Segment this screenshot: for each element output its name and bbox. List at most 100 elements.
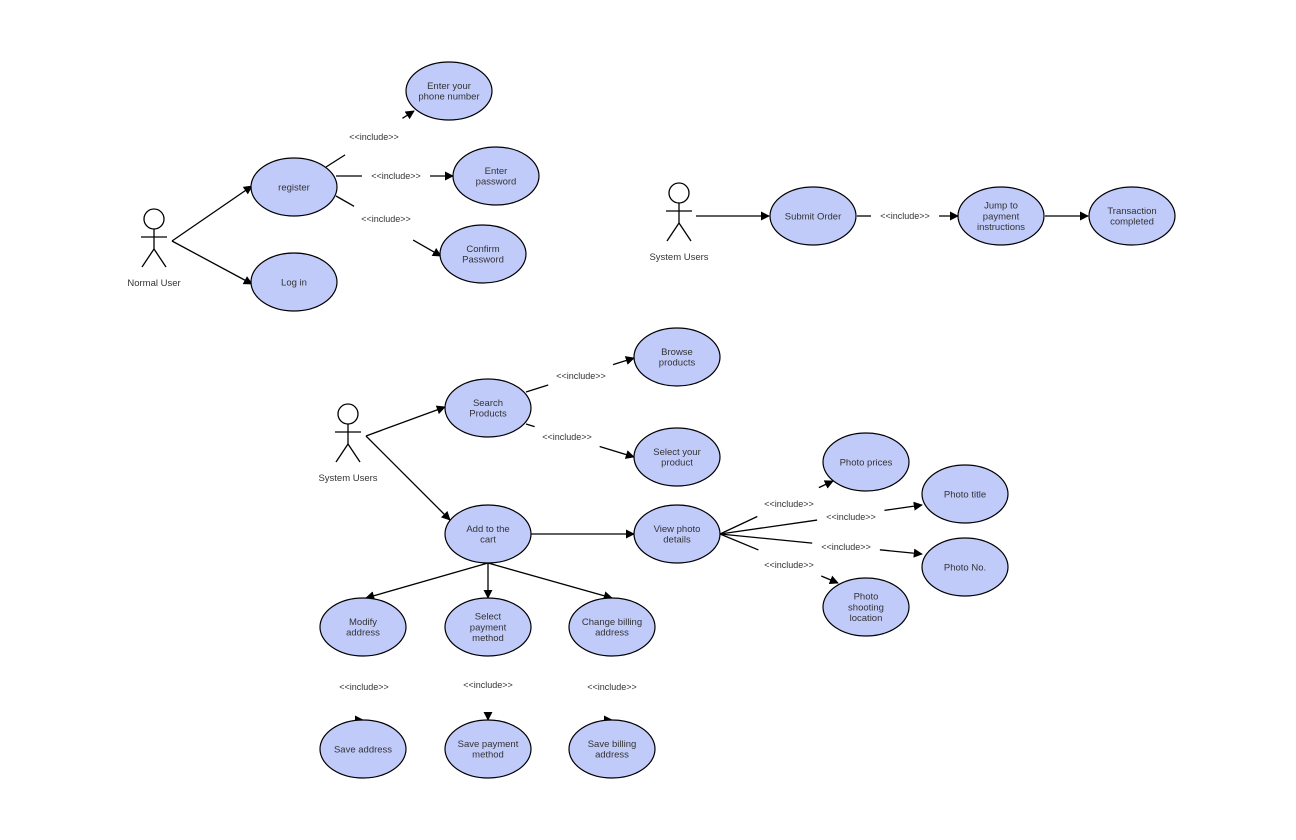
use-case-ellipse [769, 186, 857, 246]
use-case-ellipse [633, 504, 721, 564]
edge-arrow [884, 501, 923, 512]
edge-segment [719, 515, 758, 535]
edge-arrow [879, 548, 923, 558]
use-case-label-line: address [346, 628, 380, 639]
use-case-label-line: password [476, 177, 517, 188]
edge-view_photo_details-to-photo_location: <<include>> [719, 533, 839, 585]
use-case-photo-title[interactable]: Photo title [921, 464, 1009, 524]
use-case-label-line: cart [480, 535, 496, 546]
use-case-ellipse [568, 597, 656, 657]
use-case-photo-prices[interactable]: Photo prices [822, 432, 910, 492]
include-label: <<include>> [880, 211, 930, 221]
use-case-ellipse [319, 597, 407, 657]
use-case-label-line: Confirm [466, 244, 499, 255]
use-case-label-line: Enter [485, 166, 508, 177]
edge-normal_user-to-register [171, 185, 253, 242]
edge-segment [719, 533, 813, 544]
use-case-label-line: View photo [654, 524, 701, 535]
actor-label: System Users [318, 473, 377, 484]
use-case-photo-no[interactable]: Photo No. [921, 537, 1009, 597]
use-case-label-line: register [278, 182, 310, 193]
use-case-label-line: Browse [661, 347, 693, 358]
include-label: <<include>> [764, 560, 814, 570]
edge-add_to_cart-to-change_billing [487, 562, 613, 601]
use-case-label-line: Search [473, 398, 503, 409]
actor-left-leg [141, 248, 155, 268]
use-case-ellipse [1088, 186, 1176, 246]
actor-head [337, 403, 359, 425]
actor-left-leg [666, 222, 680, 242]
edge-segment [719, 519, 818, 535]
include-label: <<include>> [463, 680, 513, 690]
use-case-ellipse [444, 378, 532, 438]
edge-arrow [365, 562, 489, 601]
edge-arrow [171, 240, 253, 285]
edge-segment [335, 195, 355, 207]
use-case-label-line: Photo title [944, 489, 986, 500]
use-case-ellipse [319, 719, 407, 779]
use-case-label-line: Change billing [582, 617, 642, 628]
use-case-label: Submit Order [785, 211, 842, 222]
edge-change_billing-to-save_billing: <<include>> [587, 682, 637, 692]
edge-arrow [412, 239, 442, 257]
use-case-label-line: location [850, 613, 883, 624]
include-label: <<include>> [542, 432, 592, 442]
use-case-label-line: Save payment [458, 739, 519, 750]
use-case-label-line: payment [470, 622, 507, 633]
edge-search_products-to-browse_products: <<include>> [525, 356, 635, 393]
actor-label: System Users [649, 252, 708, 263]
use-case-ellipse [405, 61, 493, 121]
use-case-label-line: shooting [848, 602, 884, 613]
use-case-ellipse [250, 157, 338, 217]
use-case-ellipse [439, 224, 527, 284]
edge-search_products-to-select_product: <<include>> [525, 423, 635, 459]
use-case-ellipse [921, 464, 1009, 524]
include-label: <<include>> [371, 171, 421, 181]
actor-sys-users-order: System Users [649, 182, 709, 263]
use-case-ellipse [633, 427, 721, 487]
use-case-label-line: phone number [418, 92, 479, 103]
actor-head [668, 182, 690, 204]
edge-view_photo_details-to-photo_no: <<include>> [719, 533, 923, 558]
use-case-save-address[interactable]: Save address [319, 719, 407, 779]
edge-segment [719, 533, 759, 551]
use-case-label-line: Select [475, 612, 502, 623]
use-case-ellipse [444, 719, 532, 779]
edge-arrow [171, 185, 253, 242]
use-case-label-line: method [472, 633, 504, 644]
use-case-submit-order[interactable]: Submit Order [769, 186, 857, 246]
use-case-register[interactable]: register [250, 157, 338, 217]
use-case-login[interactable]: Log in [250, 252, 338, 312]
edge-register-to-enter_password: <<include>> [336, 171, 454, 181]
edge-arrow [818, 480, 834, 489]
actor-right-leg [153, 248, 167, 268]
edge-arrow [365, 435, 451, 521]
use-case-label: Photo title [944, 489, 986, 500]
actor-right-leg [678, 222, 692, 242]
include-label: <<include>> [587, 682, 637, 692]
